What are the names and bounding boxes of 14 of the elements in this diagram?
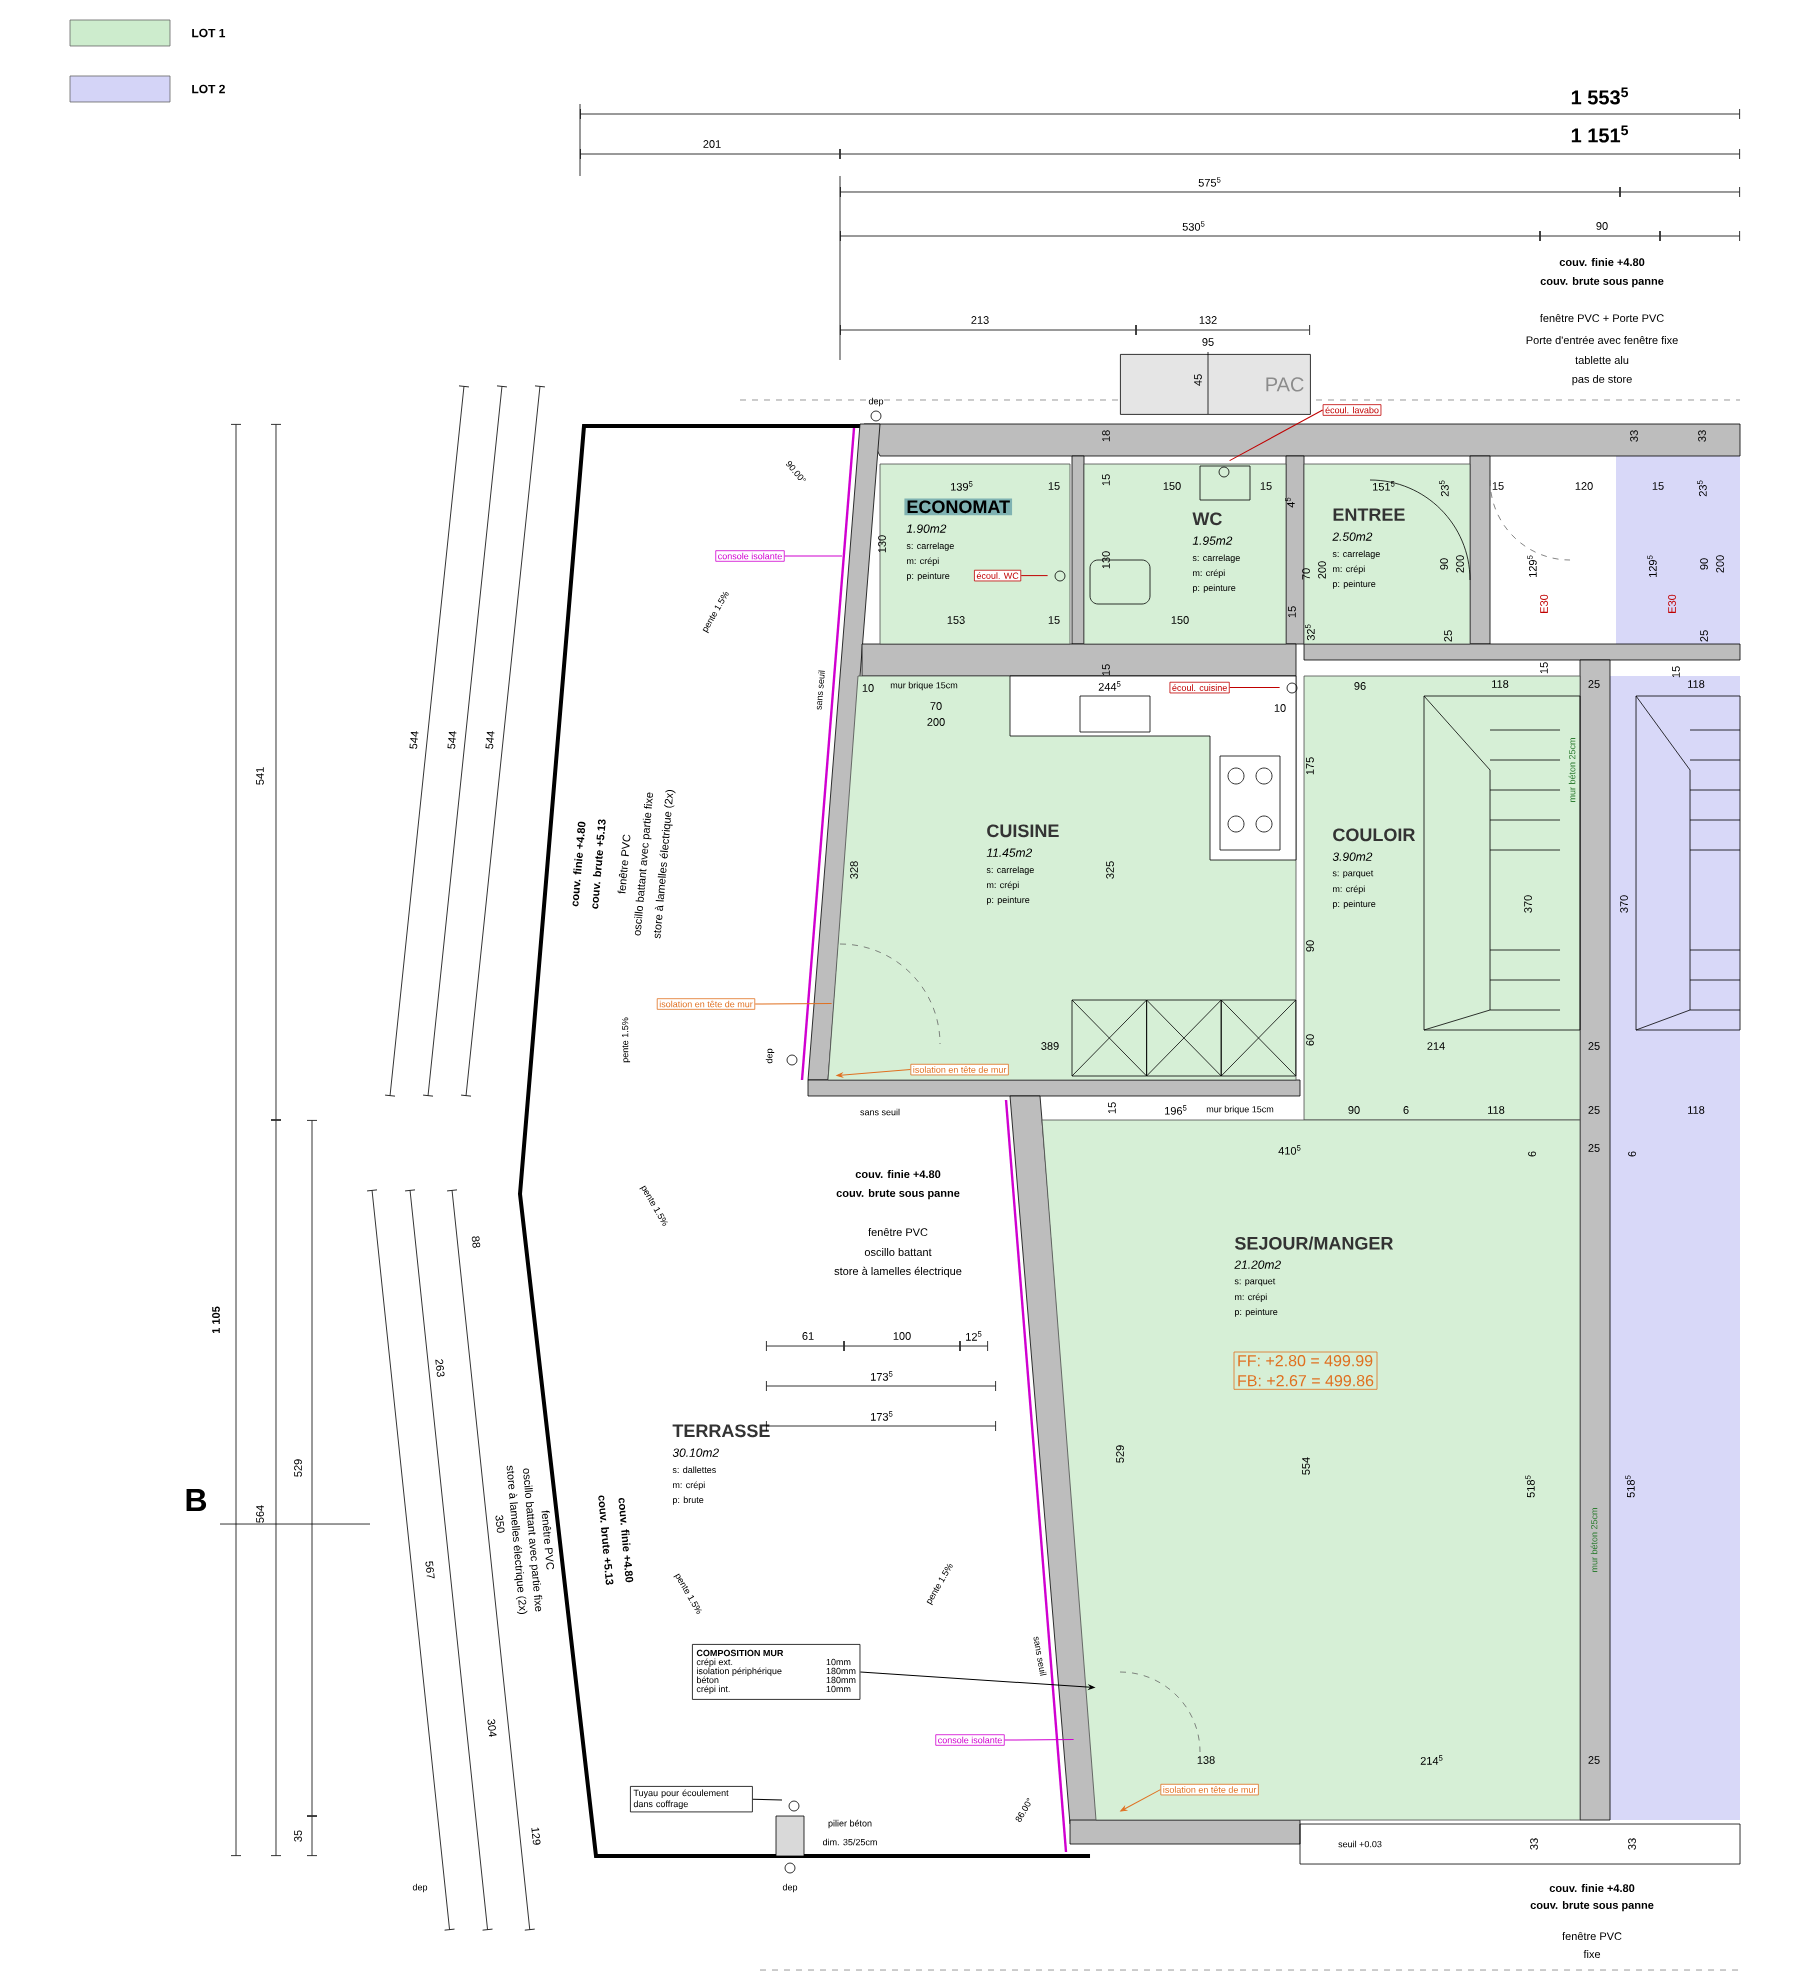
leader-line bbox=[784, 555, 843, 557]
leader-line bbox=[1229, 409, 1324, 462]
dimension-label: 1 151$^{5}$ bbox=[1571, 125, 1629, 143]
leader-line bbox=[754, 1003, 833, 1005]
leader-line bbox=[836, 1069, 911, 1078]
dimension-label: 1 553$^{5}$ bbox=[1571, 87, 1629, 105]
leader-line bbox=[1020, 575, 1049, 577]
leader-line bbox=[752, 1798, 783, 1801]
leader-line bbox=[1229, 687, 1281, 689]
leader-line bbox=[1120, 1789, 1161, 1812]
level-note-box: FF: +2.80 = 499.99 FB: +2.67 = 499.86 bbox=[1233, 1351, 1378, 1390]
leader-line bbox=[1004, 1739, 1075, 1741]
leader-line bbox=[859, 1671, 1095, 1690]
section-marker: B bbox=[186, 1489, 207, 1511]
